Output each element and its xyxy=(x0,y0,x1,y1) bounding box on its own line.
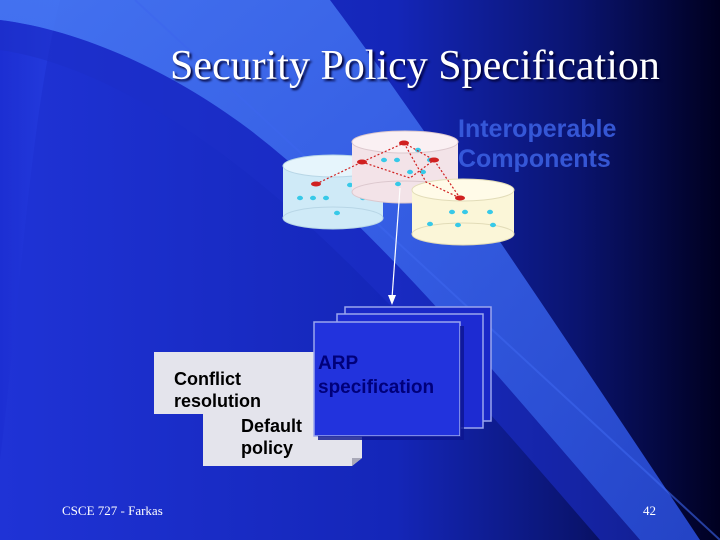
arp-card-stack xyxy=(313,306,492,440)
swoosh-shape xyxy=(0,0,700,540)
accent-line xyxy=(134,0,720,540)
database-yellow-icon xyxy=(411,178,515,246)
arp-line-1: ARP xyxy=(318,353,359,374)
default-policy-label: Default policy xyxy=(241,415,302,459)
conflict-line-1: Conflict xyxy=(174,369,241,389)
conflict-line-2: resolution xyxy=(174,391,262,411)
arrow-icon xyxy=(388,187,401,305)
default-line-2: policy xyxy=(241,438,294,458)
swoosh-shadow xyxy=(0,20,640,540)
interoperable-line-2: Components xyxy=(458,145,611,173)
component-links xyxy=(311,140,465,201)
default-line-1: Default xyxy=(241,416,303,436)
conflict-resolution-label: Conflict resolution xyxy=(174,368,261,412)
left-swoosh xyxy=(0,0,60,460)
interoperable-components-label: Interoperable Components xyxy=(458,114,698,174)
interoperable-line-1: Interoperable xyxy=(458,115,617,143)
arp-specification-label: ARP specification xyxy=(318,352,478,400)
footer-course-label: CSCE 727 - Farkas xyxy=(62,503,163,518)
slide-number: 42 xyxy=(643,503,656,518)
slide-title: Security Policy Specification xyxy=(170,43,660,89)
arp-line-2: specification xyxy=(318,377,435,398)
